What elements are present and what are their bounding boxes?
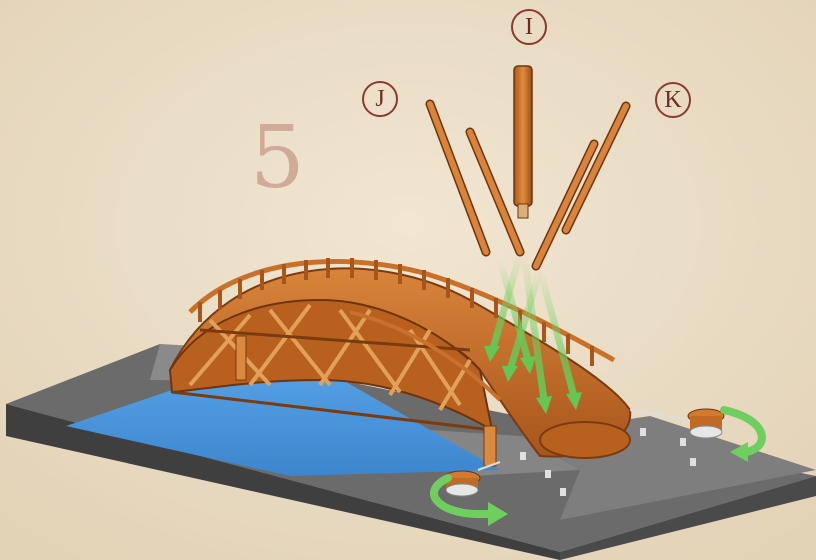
rod-part-i — [514, 66, 532, 218]
step-number: 5 — [250, 115, 305, 201]
part-label-j: J — [362, 81, 398, 117]
part-label-i: I — [511, 9, 547, 45]
part-label-k: K — [655, 82, 691, 118]
